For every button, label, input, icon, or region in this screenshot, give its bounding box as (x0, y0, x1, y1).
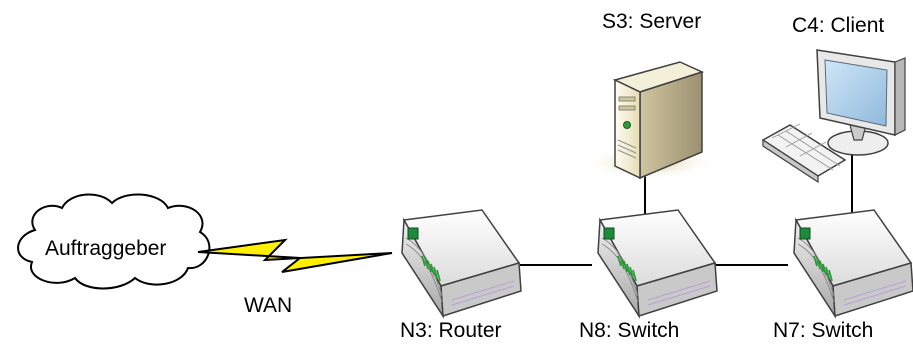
server-label: S3: Server (602, 10, 702, 33)
server-tower-icon (582, 61, 718, 180)
client-label: C4: Client (792, 14, 885, 37)
switch-n8-label: N8: Switch (579, 319, 680, 342)
cloud-icon (17, 193, 211, 290)
switch-n7-label: N7: Switch (773, 319, 874, 342)
switch-icon-n7 (793, 209, 913, 317)
cloud-label: Auftraggeber (45, 237, 167, 260)
desktop-computer-icon (816, 49, 906, 156)
router-label: N3: Router (400, 319, 502, 342)
switch-icon-n8 (597, 209, 718, 317)
links (520, 145, 853, 266)
wan-label: WAN (244, 294, 293, 317)
router-icon (401, 209, 522, 317)
lightning-bolt-icon (197, 238, 393, 273)
keyboard-icon (761, 123, 847, 184)
